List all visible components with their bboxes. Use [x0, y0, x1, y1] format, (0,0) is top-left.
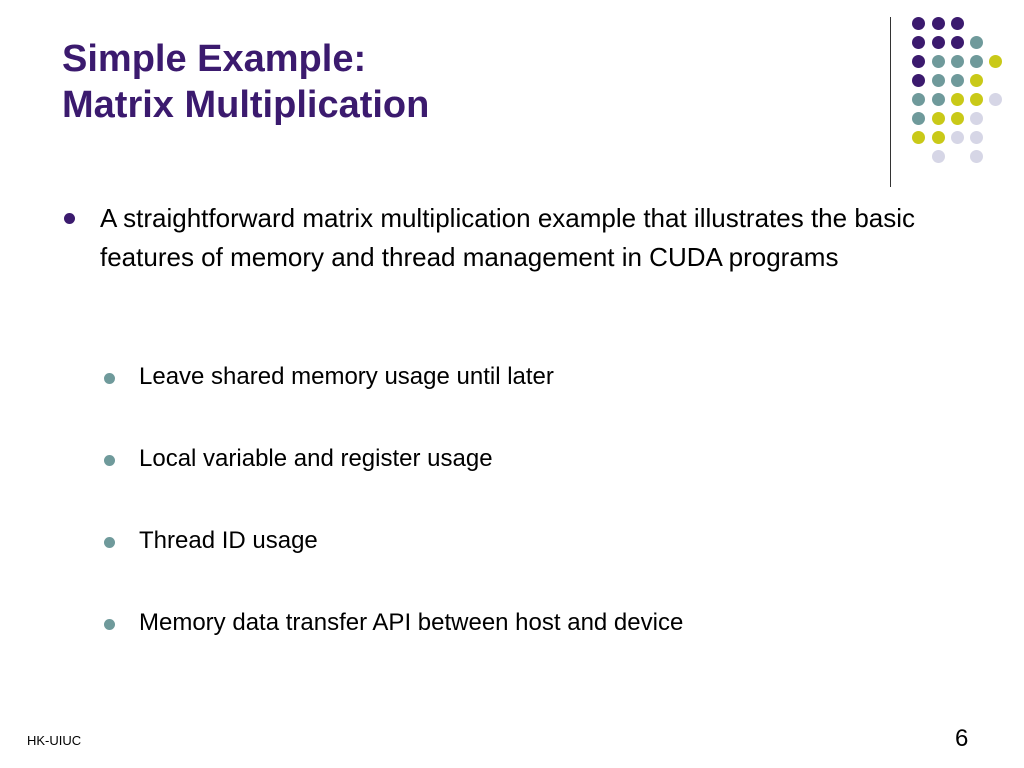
decorative-dot	[911, 92, 925, 106]
main-bullet-text: A straightforward matrix multiplication …	[100, 203, 916, 272]
decorative-dot	[969, 35, 983, 49]
decorative-dot	[911, 35, 925, 49]
decorative-dot-grid	[0, 0, 1024, 200]
sub-bullet-3: Thread ID usage	[139, 527, 318, 554]
sub-bullet-dot-icon	[104, 619, 115, 630]
footer-text: HK-UIUC	[27, 733, 82, 748]
sub-bullet-dot-icon	[104, 537, 115, 548]
decorative-dot	[931, 92, 945, 106]
decorative-dot	[950, 54, 964, 68]
slide-title: Simple Example: Matrix Multiplication	[62, 36, 429, 128]
decorative-dot	[950, 111, 964, 125]
sub-bullet-1: Leave shared memory usage until later	[139, 363, 554, 390]
decorative-dot	[950, 35, 964, 49]
decorative-dot	[931, 54, 945, 68]
title-line-2: Matrix Multiplication	[62, 84, 430, 126]
sub-bullet-dot-icon	[104, 373, 115, 384]
bullet-dot-icon	[64, 213, 75, 224]
decorative-dot	[969, 92, 983, 106]
decorative-dot	[950, 73, 964, 87]
decorative-dot	[911, 54, 925, 68]
decorative-dot	[931, 111, 945, 125]
decorative-dot	[931, 16, 945, 30]
sub-bullet-4: Memory data transfer API between host an…	[139, 609, 684, 636]
sub-bullet-dot-icon	[104, 455, 115, 466]
decorative-dot	[911, 16, 925, 30]
decorative-dot	[969, 130, 983, 144]
decorative-dot	[969, 54, 983, 68]
page-number: 6	[955, 725, 969, 752]
decorative-dot	[969, 149, 983, 163]
decorative-dot	[911, 111, 925, 125]
sub-bullet-2: Local variable and register usage	[139, 445, 493, 472]
decorative-dot	[931, 35, 945, 49]
decorative-dot	[988, 92, 1002, 106]
decorative-dot	[931, 149, 945, 163]
decorative-dot	[931, 73, 945, 87]
title-line-1: Simple Example:	[62, 38, 367, 80]
decorative-dot	[911, 73, 925, 87]
decorative-dot	[969, 111, 983, 125]
decorative-dot	[950, 130, 964, 144]
decorative-dot	[988, 54, 1002, 68]
decorative-dot	[931, 130, 945, 144]
decorative-dot	[911, 130, 925, 144]
decorative-dot	[950, 16, 964, 30]
decorative-dot	[969, 73, 983, 87]
decorative-dot	[950, 92, 964, 106]
vertical-divider	[890, 17, 891, 187]
